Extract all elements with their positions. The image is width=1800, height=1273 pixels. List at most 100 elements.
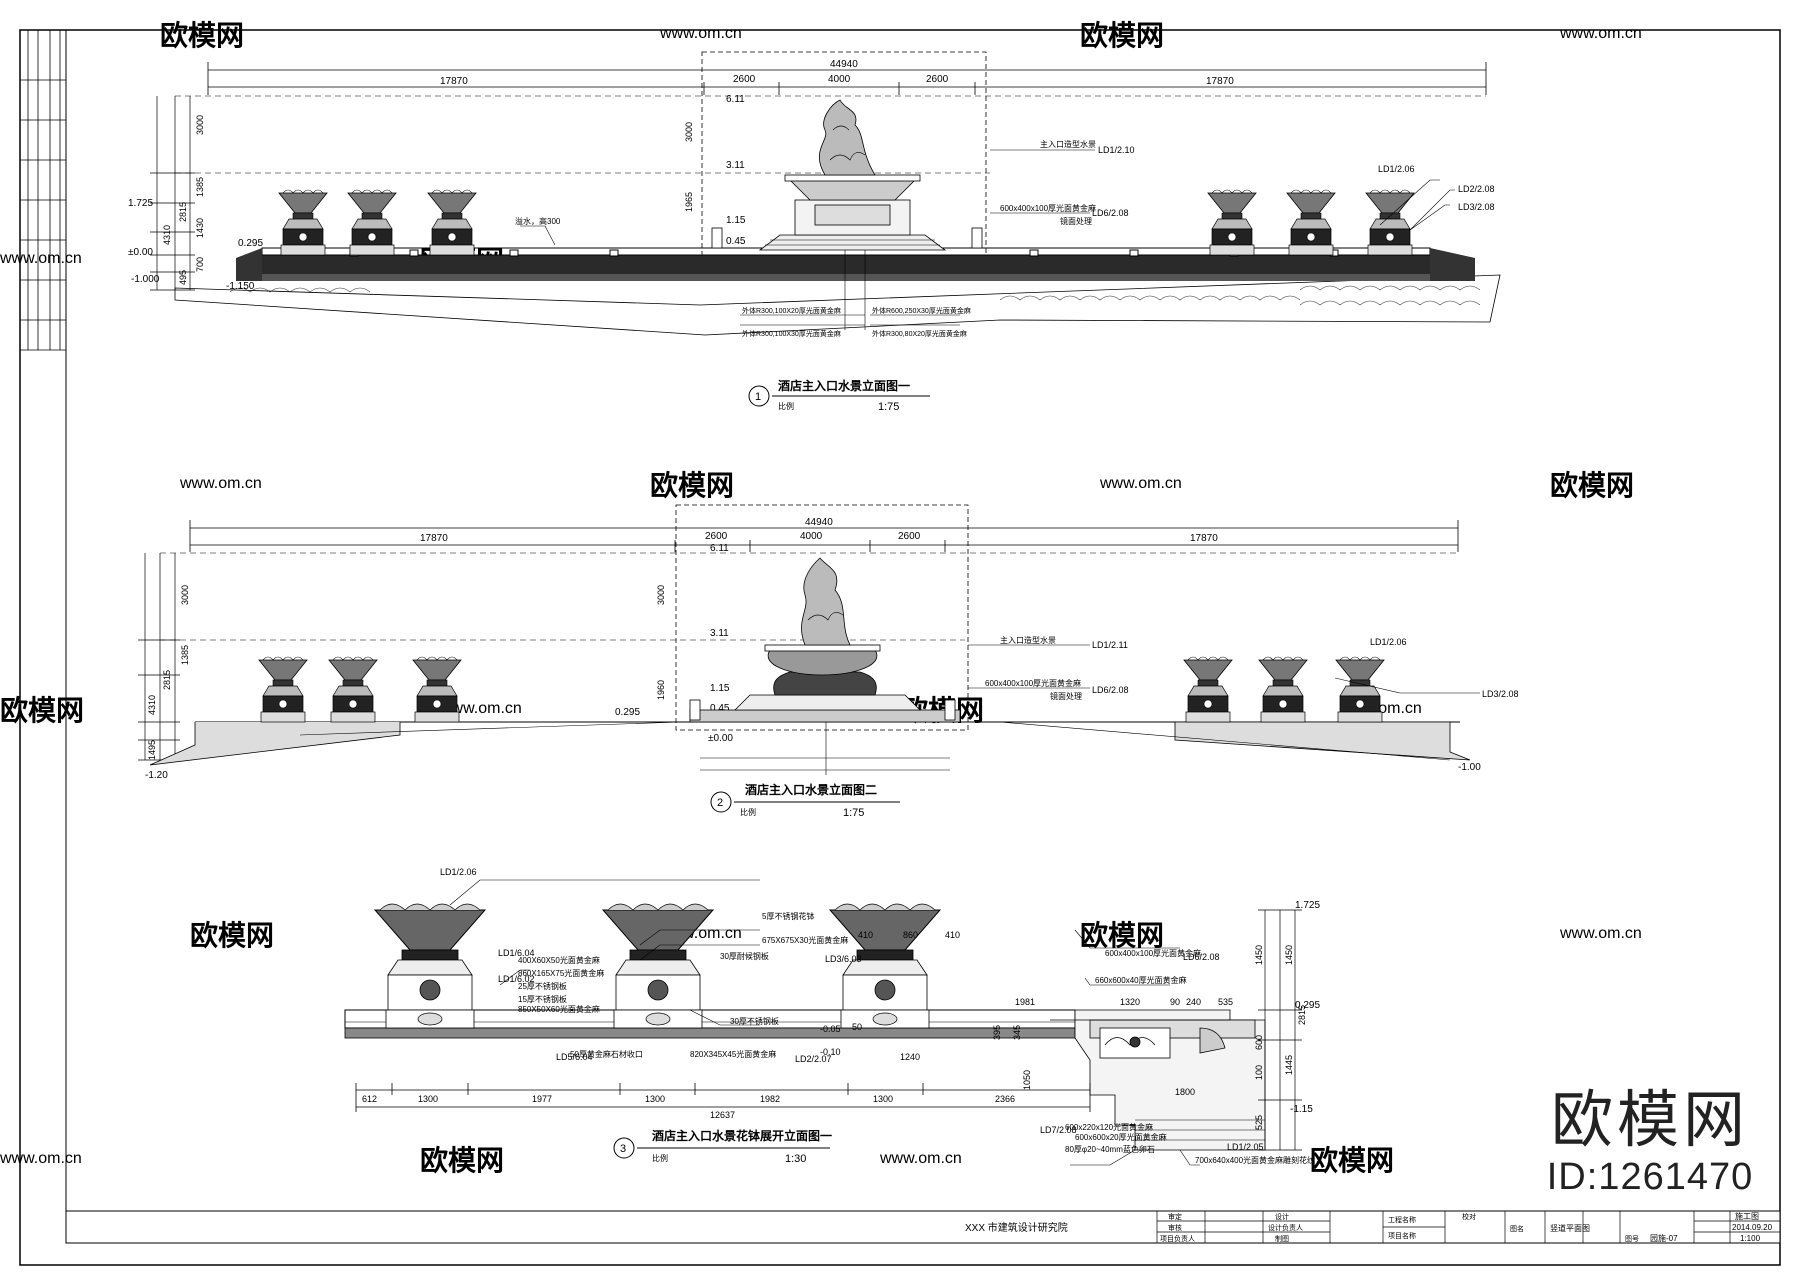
dim-right-525: 525 (1254, 1115, 1264, 1130)
dim-1240: 1240 (900, 1052, 920, 1062)
watermark-id: ID:1261470 (1546, 1156, 1754, 1198)
elevation-1: 44940 17870 2600 4000 2600 17870 (128, 51, 1501, 413)
callout-ld5-604: LD5/6.04 (556, 1052, 593, 1062)
level-115: 1.15 (710, 683, 730, 694)
level-minus-005: -0.05 (820, 1024, 841, 1034)
label-600x600: 600x600x20厚光面黄金麻 (1075, 1132, 1167, 1142)
label-400: 400X60X50光面黄金麻 (518, 955, 600, 965)
row-design: 设计 (1275, 1212, 1289, 1221)
watermark-pattern: 欧模网 欧模网 欧模网 欧模网 欧模网 欧模网 欧模网 欧模网 欧模网 欧模网 … (0, 20, 1634, 1176)
watermark-stamp: 欧模网 ID:1261470 (1515, 1090, 1785, 1198)
level-000: ±0.00 (128, 247, 153, 258)
label-steel-bowl: 5厚不锈钢花钵 (762, 911, 814, 921)
elevation-1-title: 酒店主入口水景立面图一 (778, 378, 910, 393)
label-granite: 600x400x100厚光面黄金麻 (1000, 203, 1096, 213)
planter-pedestal (828, 903, 942, 1029)
planter-bowl (258, 656, 308, 723)
dim-1050: 1050 (1022, 1070, 1032, 1090)
level-1725: 1.725 (128, 198, 153, 209)
planter-bowl (1365, 189, 1415, 256)
dim-right: 17870 (1206, 76, 1234, 87)
label-50-edge: 50厚黄金麻石材收口 (570, 1049, 643, 1059)
planter-group-left (258, 656, 462, 723)
height-3000: 3000 (180, 585, 190, 605)
dim-right: 17870 (1190, 533, 1218, 544)
central-fountain (711, 99, 983, 251)
callout-ld2-207: LD2/2.07 (795, 1054, 832, 1064)
label-30-steel: 30厚不锈钢板 (730, 1016, 779, 1026)
dim-right-1450a: 1450 (1254, 945, 1264, 965)
drawing-scale: 1:100 (1740, 1234, 1761, 1243)
level-045: 0.45 (726, 236, 746, 247)
planter-pedestal (373, 903, 487, 1029)
elevation-3: 1450 1450 2815 1445 600 100 525 1050 395… (344, 867, 1320, 1166)
row-drawing-no: 图号 (1625, 1235, 1639, 1243)
label-700x640: 700x640x400光面黄金麻雕刻花纹 (1195, 1155, 1315, 1165)
level-minus-115: -1.15 (1290, 1104, 1313, 1115)
dim-bottom-1300a: 1300 (418, 1094, 438, 1104)
note-3: 外体R600,250X30厚光面黄金麻 (872, 306, 971, 315)
level-311: 3.11 (726, 160, 745, 171)
row-project-name: 工程名称 (1388, 1215, 1416, 1224)
planter-bowl (1207, 189, 1257, 256)
dim-90: 90 (1170, 997, 1180, 1007)
callout-ld1-206: LD1/2.06 (440, 867, 477, 877)
level-minus-100: -1.00 (1458, 762, 1481, 773)
level-0295: 0.295 (615, 707, 640, 718)
label-660x600: 660x600x40厚光面黄金麻 (1095, 975, 1187, 985)
callout-ld3-208: LD3/2.08 (1458, 202, 1495, 212)
height-center-3000: 3000 (656, 585, 666, 605)
basin-section (1050, 1009, 1266, 1151)
central-fountain (689, 557, 961, 723)
level-611: 6.11 (726, 94, 745, 105)
callout-ld1-604: LD1/6.04 (498, 948, 535, 958)
level-311: 3.11 (710, 628, 729, 639)
elevation-2: 44940 17870 2600 4000 2600 17870 3000 (138, 504, 1519, 819)
institute-name: XXX 市建筑设计研究院 (965, 1221, 1068, 1234)
height-center-3000: 3000 (684, 122, 694, 142)
row-project-lead: 项目负责人 (1160, 1234, 1195, 1243)
callout-ld1-206: LD1/2.06 (1370, 637, 1407, 647)
watermark-site: www.om.cn (439, 700, 522, 717)
planter-group-left (278, 189, 477, 256)
planter-bowl (347, 189, 397, 256)
dim-center-c: 2600 (926, 74, 949, 85)
watermark-site: www.om.cn (879, 1150, 962, 1167)
label-pebble: 80厚φ20~40mm蓝色卵石 (1065, 1144, 1155, 1154)
planter-bowl (328, 656, 378, 723)
height-700: 700 (195, 257, 205, 272)
watermark-logo: 欧模网 (1080, 20, 1164, 51)
callout-ld6-208: LD6/2.08 (1092, 685, 1129, 695)
level-minus-1150: -1.150 (226, 281, 255, 292)
watermark-site: www.om.cn (1559, 925, 1642, 942)
dim-right-600: 600 (1254, 1035, 1264, 1050)
dim-1320: 1320 (1120, 997, 1140, 1007)
watermark-site: www.om.cn (659, 25, 742, 42)
level-000: ±0.00 (708, 733, 733, 744)
watermark-logo: 欧模网 (1310, 1145, 1394, 1176)
watermark-logo: 欧模网 (160, 20, 244, 51)
dim-center-b: 4000 (800, 531, 823, 542)
watermark-site: www.om.cn (0, 1150, 82, 1167)
height-1430: 1430 (195, 218, 205, 238)
dim-center-a: 2600 (733, 74, 756, 85)
height-3000: 3000 (195, 115, 205, 135)
label-600x220: 600x220x120光面黄金麻 (1065, 1122, 1153, 1132)
planter-bowl (427, 189, 477, 256)
elevation-2-scale-label: 比例 (740, 807, 756, 817)
level-045: 0.45 (710, 703, 730, 714)
dim-right-1450b: 1450 (1284, 945, 1294, 965)
elevation-2-number: 2 (717, 797, 723, 809)
elevation-3-title: 酒店主入口水景花钵展开立面图一 (652, 1128, 832, 1143)
row-design-lead: 设计负责人 (1268, 1223, 1303, 1232)
row-item-name: 项目名称 (1388, 1231, 1416, 1240)
elevation-2-scale: 1:75 (843, 807, 864, 819)
height-center-1965: 1965 (684, 192, 694, 212)
dim-bottom-total: 12637 (710, 1110, 735, 1120)
watermark-logo: 欧模网 (420, 1145, 504, 1176)
drawing-stage: 施工图 (1735, 1211, 1759, 1221)
label-600x400: 600x400x100厚光面黄金麻 (1105, 948, 1201, 958)
elevation-2-title: 酒店主入口水景立面图二 (745, 782, 877, 797)
label-feature: 主入口造型水景 (1040, 139, 1096, 149)
